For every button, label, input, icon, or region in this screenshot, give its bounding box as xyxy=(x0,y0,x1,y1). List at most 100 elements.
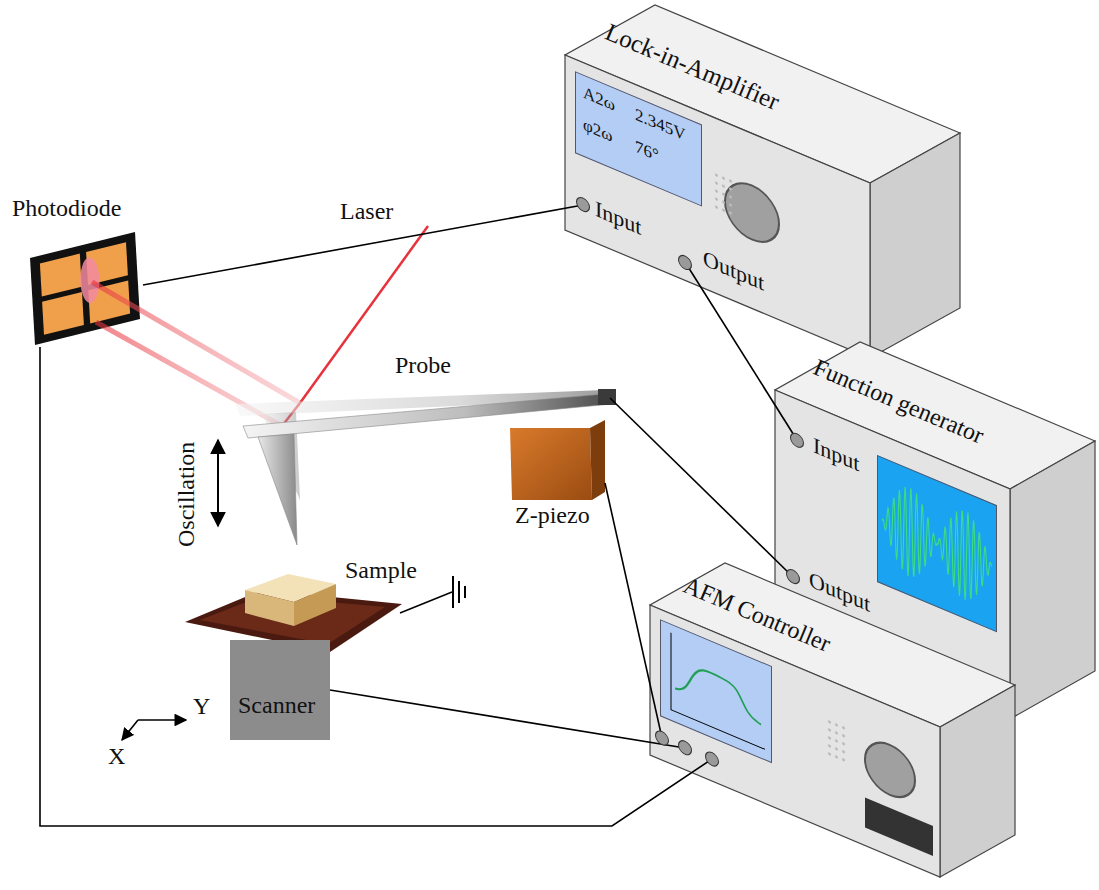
ground-bar xyxy=(458,581,460,603)
speaker-hole xyxy=(722,200,725,204)
port-jack xyxy=(678,738,692,758)
display-screen xyxy=(660,619,772,763)
y-axis-arrow xyxy=(138,719,186,721)
axis-label: X xyxy=(108,743,125,771)
reflected-beam xyxy=(92,282,300,403)
signal-wire xyxy=(330,690,685,748)
quadrant xyxy=(42,292,84,335)
port-label: Output xyxy=(703,245,764,296)
sample-block-front xyxy=(245,590,294,626)
speaker-hole xyxy=(842,742,845,746)
signal-wire xyxy=(605,483,662,738)
piezo-front xyxy=(510,428,592,500)
part-label: Probe xyxy=(395,352,451,380)
speaker-hole xyxy=(835,731,838,735)
speaker-hole xyxy=(842,726,845,730)
piezo-side xyxy=(590,420,605,500)
display-screen xyxy=(877,455,997,632)
oscillation-arrow xyxy=(217,440,219,526)
signal-wire xyxy=(610,398,793,577)
speaker-hole xyxy=(729,179,732,183)
housing-side xyxy=(940,685,1015,877)
speaker-hole xyxy=(828,752,831,756)
device-node: AFM Controller xyxy=(650,563,1015,877)
speaker-hole xyxy=(715,173,718,177)
speaker-hole xyxy=(715,181,718,185)
ground-bar xyxy=(464,586,466,598)
waveform xyxy=(878,456,996,631)
speaker-hole xyxy=(835,755,838,759)
detector-frame xyxy=(30,232,140,345)
control-knob xyxy=(724,173,780,253)
front-panel: A2ω2.345Vφ2ω76°InputOutput xyxy=(565,55,870,358)
housing-side xyxy=(1010,441,1095,719)
cantilever xyxy=(235,389,616,545)
signal-wire xyxy=(40,347,712,826)
laser-beam xyxy=(92,226,428,426)
speaker-hole xyxy=(715,189,718,193)
speaker-hole xyxy=(722,208,725,212)
port-jack xyxy=(786,567,800,587)
port-jack xyxy=(655,728,669,748)
graph-axes xyxy=(671,633,765,750)
speaker-hole xyxy=(828,728,831,732)
control-knob xyxy=(864,733,916,807)
axis-label: Y xyxy=(193,693,210,721)
scanner-block xyxy=(230,640,330,740)
speaker-hole xyxy=(828,736,831,740)
device-label: Photodiode xyxy=(12,195,121,223)
sample-block-side xyxy=(294,584,336,626)
laser-spot xyxy=(79,255,101,305)
housing-side xyxy=(870,133,960,358)
graph xyxy=(661,621,771,762)
speaker-hole xyxy=(835,739,838,743)
speaker-hole xyxy=(715,205,718,209)
device-node: Probe xyxy=(235,352,615,422)
device-node: Photodiode xyxy=(8,195,143,347)
device-node: Sample xyxy=(185,555,435,655)
port-jack xyxy=(576,195,590,215)
device-node: InputOutputFunction generator xyxy=(775,342,1095,719)
speaker-hole xyxy=(722,176,725,180)
ground-bar xyxy=(452,576,454,608)
port-jack xyxy=(678,253,692,273)
waveform-trace xyxy=(882,476,992,611)
device-title: Function generator xyxy=(809,354,987,450)
speaker-hole xyxy=(842,758,845,762)
speaker-hole xyxy=(722,192,725,196)
display-slot xyxy=(865,797,933,856)
speaker-hole xyxy=(828,720,831,724)
signal-wire xyxy=(685,262,797,440)
lockin-housing xyxy=(565,5,960,358)
speaker-hole xyxy=(715,197,718,201)
beam-label: Laser xyxy=(340,198,393,226)
port-jack xyxy=(790,430,804,450)
part-label: Scanner xyxy=(238,692,315,720)
speaker-hole xyxy=(835,723,838,727)
ground-wire xyxy=(400,592,452,613)
port-label: Output xyxy=(809,566,870,617)
speaker-hole xyxy=(842,750,845,754)
quadrant xyxy=(40,254,82,297)
x-axis-arrow xyxy=(122,720,138,740)
photodiode-detector xyxy=(30,232,140,345)
speaker-hole xyxy=(842,734,845,738)
port-label: Input xyxy=(595,196,641,241)
speaker-hole xyxy=(722,184,725,188)
motion-label: Oscillation xyxy=(173,442,201,547)
part-label: Sample xyxy=(345,557,417,585)
cantilever-tip xyxy=(258,434,297,545)
graph-trace xyxy=(675,658,761,725)
cantilever-chip xyxy=(598,389,616,405)
device-node: A2ω2.345Vφ2ω76°InputOutputLock-in-Amplif… xyxy=(565,5,960,370)
speaker-hole xyxy=(835,747,838,751)
speaker-hole xyxy=(828,744,831,748)
port-jack xyxy=(705,749,719,769)
z-piezo-block xyxy=(510,420,605,500)
device-node: Scanner xyxy=(230,640,330,740)
part-label: Z-piezo xyxy=(515,502,590,530)
